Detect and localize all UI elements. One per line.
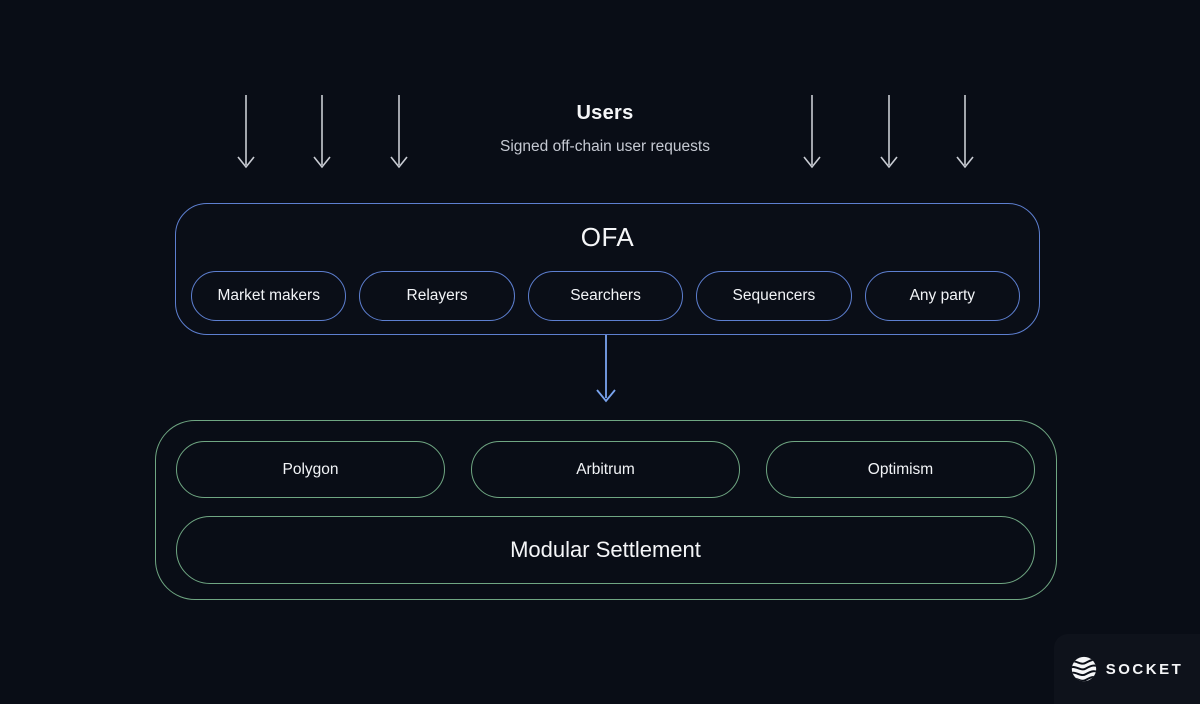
ofa-title: OFA bbox=[580, 222, 635, 252]
pill-optimism: Optimism bbox=[766, 441, 1035, 498]
user-flow-arrow bbox=[803, 95, 821, 169]
user-flow-arrow bbox=[956, 95, 974, 169]
pill-polygon: Polygon bbox=[176, 441, 445, 498]
brand-watermark: SOCKET bbox=[1054, 634, 1200, 704]
pill-arbitrum: Arbitrum bbox=[471, 441, 740, 498]
chain-pill-row: Polygon Arbitrum Optimism bbox=[176, 441, 1035, 498]
modular-settlement-box: Modular Settlement bbox=[176, 516, 1035, 584]
pill-any-party: Any party bbox=[864, 271, 1021, 321]
user-flow-arrow bbox=[880, 95, 898, 169]
pill-market-makers: Market makers bbox=[191, 271, 347, 321]
user-flow-arrow bbox=[237, 95, 255, 169]
socket-globe-icon bbox=[1071, 656, 1096, 682]
pill-sequencers: Sequencers bbox=[696, 271, 852, 321]
settlement-container: Polygon Arbitrum Optimism Modular Settle… bbox=[155, 420, 1057, 600]
users-subtitle: Signed off-chain user requests bbox=[500, 138, 710, 155]
user-flow-arrow bbox=[313, 95, 331, 169]
users-title: Users bbox=[576, 102, 634, 124]
ofa-to-settlement-arrow bbox=[596, 335, 616, 403]
ofa-pill-row: Market makers Relayers Searchers Sequenc… bbox=[191, 271, 1021, 321]
pill-searchers: Searchers bbox=[527, 271, 684, 321]
user-flow-arrow bbox=[390, 95, 408, 169]
pill-relayers: Relayers bbox=[359, 271, 515, 321]
brand-name: SOCKET bbox=[1105, 660, 1184, 678]
ofa-container: OFA Market makers Relayers Searchers Seq… bbox=[175, 203, 1040, 335]
